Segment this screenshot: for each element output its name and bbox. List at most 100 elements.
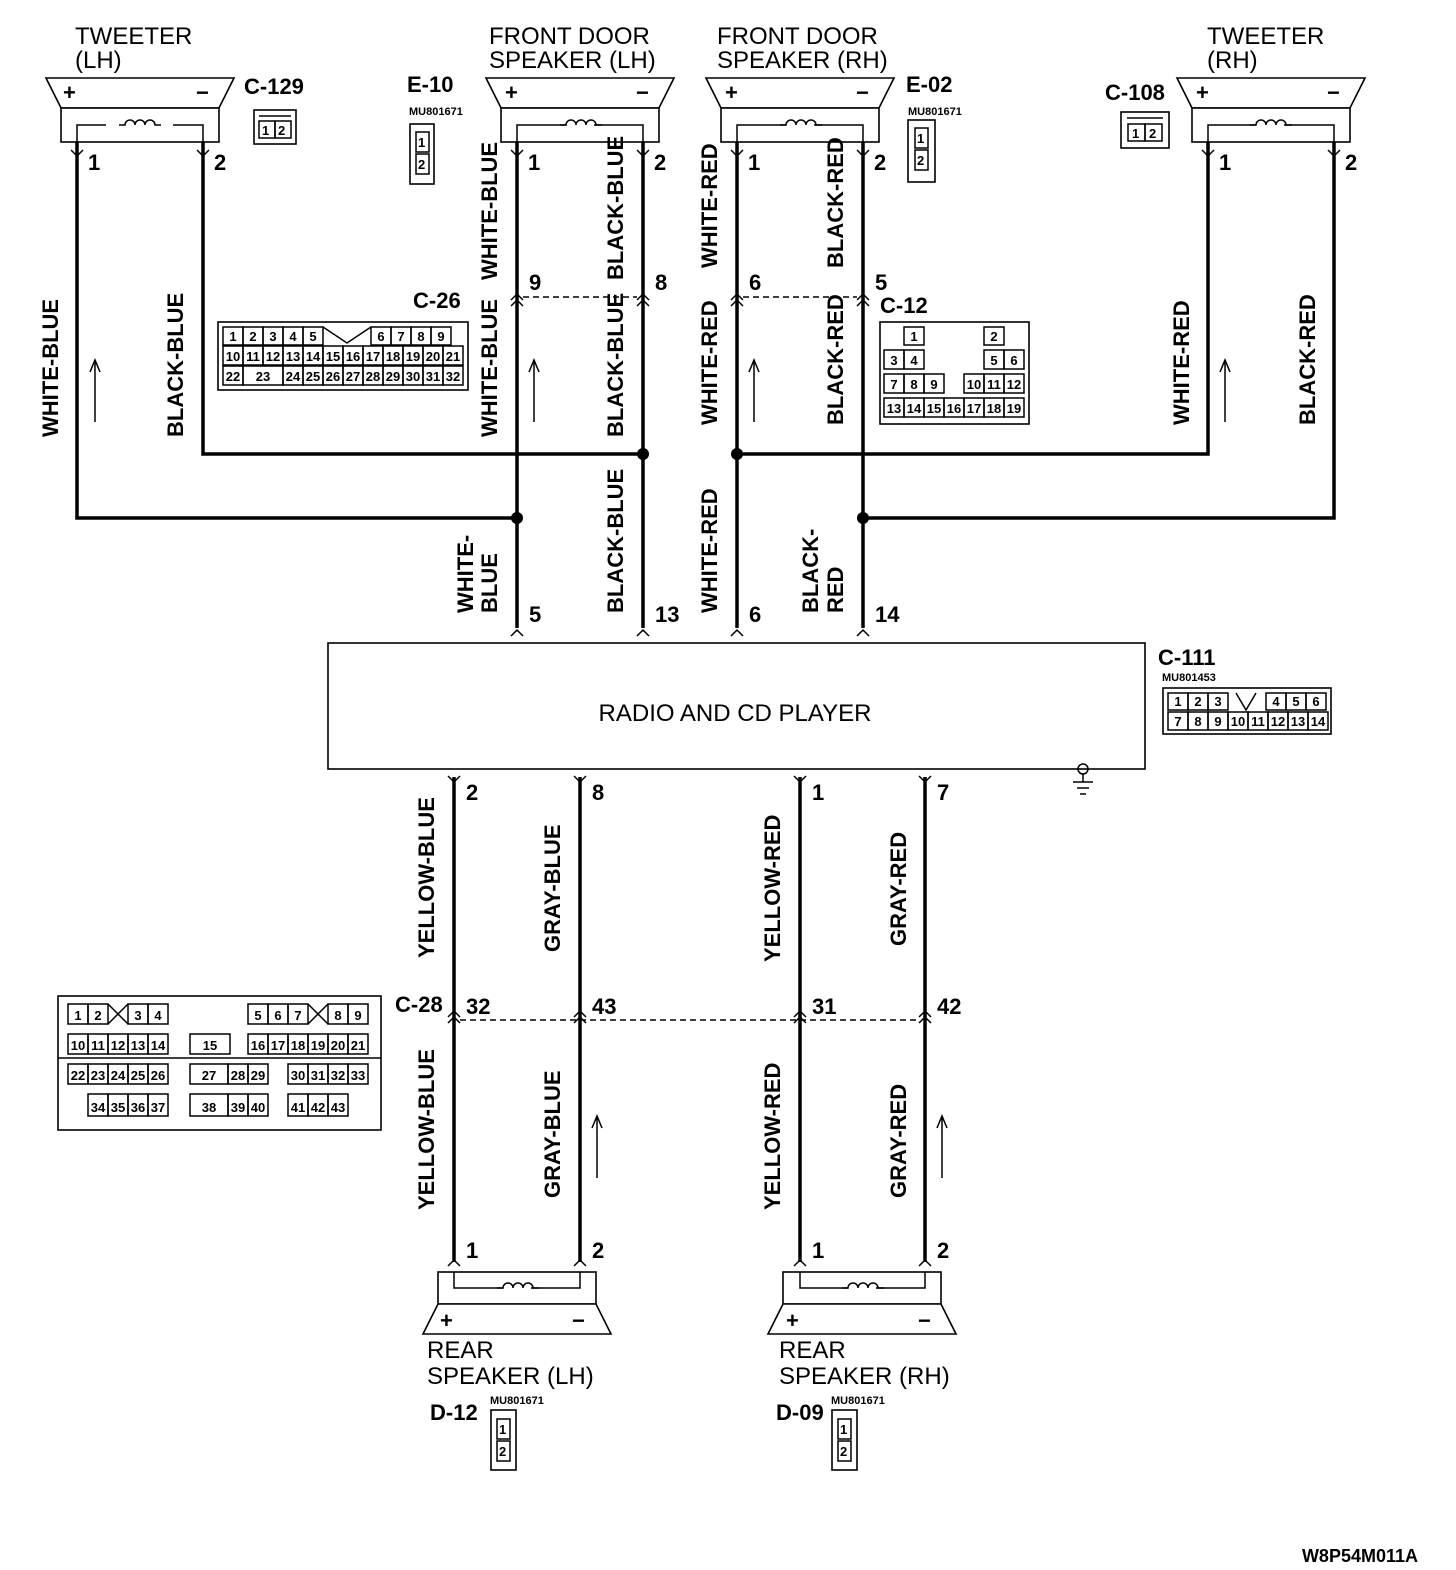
- connector-pin-number: 5: [254, 1008, 261, 1023]
- rear-lh-pin-1: 1: [466, 1238, 478, 1263]
- wire-label: GRAY-RED: [886, 832, 911, 946]
- rear-rh-side: SPEAKER (RH): [779, 1363, 950, 1390]
- connector-pin-number: 15: [203, 1038, 217, 1053]
- svg-text:2: 2: [418, 157, 425, 172]
- wire-label: WHITE-RED: [697, 300, 722, 425]
- rear-lh-pin-2: 2: [592, 1238, 604, 1263]
- connector-pin-number: 8: [334, 1008, 341, 1023]
- connector-cell: [189, 1033, 231, 1055]
- connector-pin-number: 8: [910, 377, 917, 392]
- connector-c108-face: 1 2: [1120, 111, 1170, 149]
- front-rh-title: FRONT DOOR: [717, 23, 878, 50]
- c12-pin-5: 5: [875, 270, 887, 295]
- connector-pin-number: 14: [306, 349, 321, 364]
- c26-pin-8: 8: [655, 270, 667, 295]
- connector-pin-number: 11: [91, 1038, 105, 1053]
- connector-pin-number: 4: [1272, 694, 1280, 709]
- connector-pin-number: 34: [91, 1100, 106, 1115]
- connector-pin-number: 25: [306, 369, 320, 384]
- connector-pin-number: 2: [249, 329, 256, 344]
- top-wiring: 9 8 6 5 C-26 C-12 5 13 6 14 WHITE-BLUE B…: [38, 136, 1341, 637]
- connector-pin-number: 20: [426, 349, 440, 364]
- connector-d09-label: D-09: [776, 1400, 824, 1425]
- radio-pin-14: 14: [875, 602, 900, 627]
- connector-cell: [287, 1003, 309, 1025]
- connector-pin-number: 7: [294, 1008, 301, 1023]
- svg-text:2: 2: [499, 1444, 506, 1459]
- connector-pin-number: 18: [987, 401, 1001, 416]
- connector-pin-number: 1: [1174, 694, 1181, 709]
- connector-cell: [923, 373, 945, 394]
- connector-c111-part-no: MU801453: [1162, 672, 1216, 684]
- connector-cell: [147, 1003, 169, 1025]
- connector-pin-number: 14: [151, 1038, 166, 1053]
- connector-cell: [1003, 373, 1025, 394]
- svg-text:1: 1: [1132, 126, 1139, 141]
- connector-pin-number: 9: [354, 1008, 361, 1023]
- connector-cell: [247, 1063, 269, 1085]
- wire-label: RED: [823, 567, 848, 613]
- front-lh-plus: +: [505, 80, 518, 105]
- connector-pin-number: 5: [990, 353, 997, 368]
- connector-pin-number: 30: [406, 369, 420, 384]
- connector-pin-number: 12: [1271, 714, 1285, 729]
- tweeter-lh-pin-1: 1: [88, 150, 100, 175]
- connector-pin-number: 11: [987, 377, 1001, 392]
- wire-label: BLACK-: [798, 529, 823, 613]
- connector-cell: [1305, 692, 1327, 711]
- svg-text:1: 1: [418, 135, 425, 150]
- svg-text:1: 1: [840, 1422, 847, 1437]
- connector-c111-label: C-111: [1158, 645, 1216, 670]
- flow-arrow-icon: [591, 1114, 603, 1178]
- connector-pin-number: 6: [1010, 353, 1017, 368]
- connector-pin-number: 13: [131, 1038, 145, 1053]
- front-lh-pin-1: 1: [528, 150, 540, 175]
- connector-cell: [347, 1003, 369, 1025]
- connector-pin-number: 36: [131, 1100, 145, 1115]
- connector-cell: [1003, 397, 1025, 418]
- connector-pin-number: 23: [256, 369, 270, 384]
- c28-pin-32: 32: [466, 994, 490, 1019]
- connector-pin-number: 26: [326, 369, 340, 384]
- connector-cell: [147, 1033, 169, 1055]
- connector-pin-number: 1: [910, 329, 917, 344]
- splice-point: [511, 512, 523, 524]
- connector-c108-label: C-108: [1105, 80, 1165, 105]
- connector-e10-part-no: MU801671: [409, 106, 463, 118]
- connector-pin-number: 40: [251, 1100, 265, 1115]
- connector-pin-number: 41: [291, 1100, 305, 1115]
- connector-cell: [442, 345, 464, 366]
- connector-pin-number: 31: [311, 1068, 325, 1083]
- tweeter-lh-title: TWEETER: [75, 23, 192, 50]
- connector-pin-number: 10: [1231, 714, 1245, 729]
- connector-pin-number: 11: [246, 349, 260, 364]
- connector-pin-number: 27: [346, 369, 360, 384]
- connector-pin-number: 4: [289, 329, 297, 344]
- front-lh-minus: −: [636, 80, 649, 105]
- wire-label: YELLOW-BLUE: [414, 797, 439, 958]
- connector-pin-number: 37: [151, 1100, 165, 1115]
- connector-cell: [327, 1093, 349, 1117]
- connector-cell: [983, 326, 1005, 346]
- connector-pin-number: 13: [1291, 714, 1305, 729]
- connector-cell: [147, 1063, 169, 1085]
- connector-d09-part-no: MU801671: [831, 1395, 885, 1407]
- bottom-wiring: 2 8 1 7 C-28 32 43 31 42 YELLOW-BLUE GRA…: [395, 775, 961, 1267]
- wire-label: BLACK-RED: [823, 137, 848, 268]
- connector-pin-number: 32: [446, 369, 460, 384]
- tweeter-lh-pin-2: 2: [214, 150, 226, 175]
- connector-cell: [430, 326, 452, 346]
- connector-pin-number: 19: [406, 349, 420, 364]
- connector-pin-number: 19: [311, 1038, 325, 1053]
- connector-pin-number: 1: [229, 329, 236, 344]
- wire-label: BLACK-BLUE: [163, 293, 188, 437]
- connector-pin-number: 31: [426, 369, 440, 384]
- radio-pin-5: 5: [529, 602, 541, 627]
- wire-label: YELLOW-BLUE: [414, 1049, 439, 1210]
- connector-pin-number: 15: [326, 349, 340, 364]
- connector-pin-number: 24: [111, 1068, 126, 1083]
- connector-c26-label: C-26: [413, 288, 461, 313]
